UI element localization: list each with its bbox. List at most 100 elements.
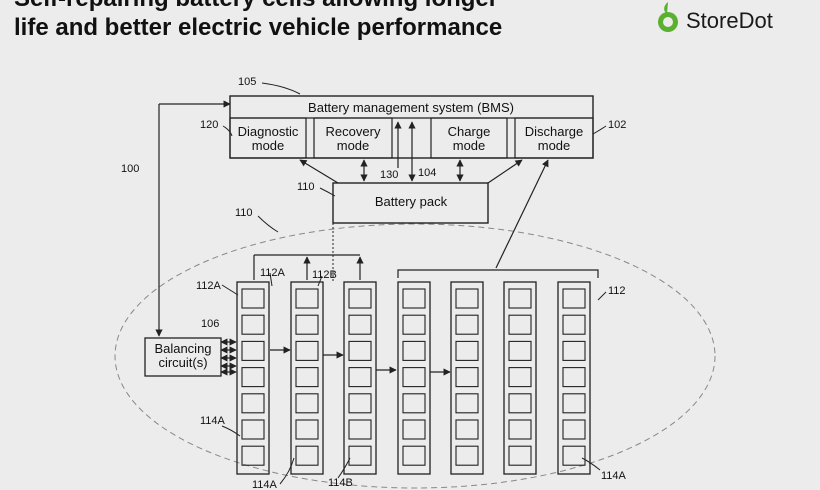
battery-cell [402, 419, 426, 440]
charge-mode-label-2: mode [453, 138, 486, 153]
ref-100: 100 [121, 163, 139, 175]
battery-cell [348, 393, 372, 414]
cell-column-7 [557, 281, 591, 475]
cell-column-2 [290, 281, 324, 475]
ref-120: 120 [200, 119, 218, 131]
discharge-mode-label-2: mode [538, 138, 571, 153]
recovery-mode-label-2: mode [337, 138, 370, 153]
battery-cell [348, 367, 372, 388]
ref-110-boundary: 110 [235, 207, 253, 219]
battery-cell [508, 419, 532, 440]
battery-cell [348, 419, 372, 440]
battery-cell-columns [236, 281, 591, 475]
battery-cell [241, 419, 265, 440]
battery-cell [348, 445, 372, 466]
battery-cell [295, 393, 319, 414]
battery-cell [508, 367, 532, 388]
reference-leaders [221, 82, 607, 485]
battery-cell [508, 340, 532, 361]
battery-cell [455, 419, 479, 440]
battery-cell [295, 367, 319, 388]
battery-pack-box [332, 182, 489, 224]
battery-cell [348, 340, 372, 361]
ref-104: 104 [418, 167, 436, 179]
battery-cell [562, 367, 586, 388]
cell-column-5 [450, 281, 484, 475]
ref-114A-left: 114A [200, 415, 226, 427]
battery-cell [402, 393, 426, 414]
battery-cell [562, 288, 586, 309]
battery-cell [402, 340, 426, 361]
charge-mode-label-1: Charge [448, 124, 491, 139]
battery-cell [562, 419, 586, 440]
battery-cell [455, 340, 479, 361]
storedot-leaf-icon [658, 2, 678, 32]
battery-cell [241, 340, 265, 361]
cell-column-6 [503, 281, 537, 475]
battery-cell [562, 393, 586, 414]
battery-cell [241, 445, 265, 466]
diagnostic-mode-label-2: mode [252, 138, 285, 153]
battery-cell [508, 288, 532, 309]
battery-cell [241, 393, 265, 414]
diagnostic-mode-label-1: Diagnostic [238, 124, 299, 139]
connectors [155, 100, 599, 376]
ref-102: 102 [608, 119, 626, 131]
discharge-mode-label-1: Discharge [525, 124, 584, 139]
battery-cell [455, 445, 479, 466]
ref-114A-right: 114A [601, 470, 627, 482]
cell-column-1 [236, 281, 270, 475]
battery-cell [455, 288, 479, 309]
battery-cell [295, 314, 319, 335]
battery-cell [562, 340, 586, 361]
cell-column-3 [343, 281, 377, 475]
ref-130: 130 [380, 169, 398, 181]
balancing-label-1: Balancing [154, 341, 211, 356]
battery-cell [241, 314, 265, 335]
battery-cell [295, 445, 319, 466]
battery-cell [241, 288, 265, 309]
ref-114A-bottom: 114A [252, 479, 278, 490]
battery-cell [402, 367, 426, 388]
battery-cell [562, 445, 586, 466]
battery-cell [295, 419, 319, 440]
cell-column-4 [397, 281, 431, 475]
balancing-label-2: circuit(s) [158, 355, 207, 370]
ref-106: 106 [201, 318, 219, 330]
recovery-mode-label-1: Recovery [326, 124, 381, 139]
battery-cell [455, 393, 479, 414]
headline-line-1: Self-repairing battery cells allowing lo… [14, 0, 498, 13]
battery-cell [455, 367, 479, 388]
ref-112A-left: 112A [196, 280, 222, 292]
charge-mode-box [430, 117, 508, 159]
battery-pack-label: Battery pack [375, 194, 448, 209]
ref-112A-top: 112A [260, 267, 286, 279]
battery-cell [402, 314, 426, 335]
ref-112B: 112B [312, 269, 337, 281]
battery-cell [295, 340, 319, 361]
discharge-mode-box [514, 117, 594, 159]
battery-cell [241, 367, 265, 388]
ref-105: 105 [238, 76, 256, 88]
battery-cell [348, 314, 372, 335]
ref-110-pack: 110 [297, 181, 315, 193]
battery-cell [402, 288, 426, 309]
battery-cell [508, 445, 532, 466]
battery-cell [508, 393, 532, 414]
battery-cell [562, 314, 586, 335]
battery-cell [348, 288, 372, 309]
battery-cell [455, 314, 479, 335]
ref-112: 112 [608, 285, 626, 297]
diagnostic-mode-box [229, 117, 307, 159]
battery-cell [295, 288, 319, 309]
battery-cell [402, 445, 426, 466]
pack-boundary-ellipse [114, 223, 716, 489]
brand-name: StoreDot [686, 8, 773, 33]
recovery-mode-box [313, 117, 393, 159]
bms-label: Battery management system (BMS) [308, 100, 514, 115]
storedot-logo: StoreDot [652, 0, 812, 40]
headline-line-2: life and better electric vehicle perform… [14, 14, 503, 41]
battery-cell [508, 314, 532, 335]
ref-114B: 114B [328, 477, 353, 489]
